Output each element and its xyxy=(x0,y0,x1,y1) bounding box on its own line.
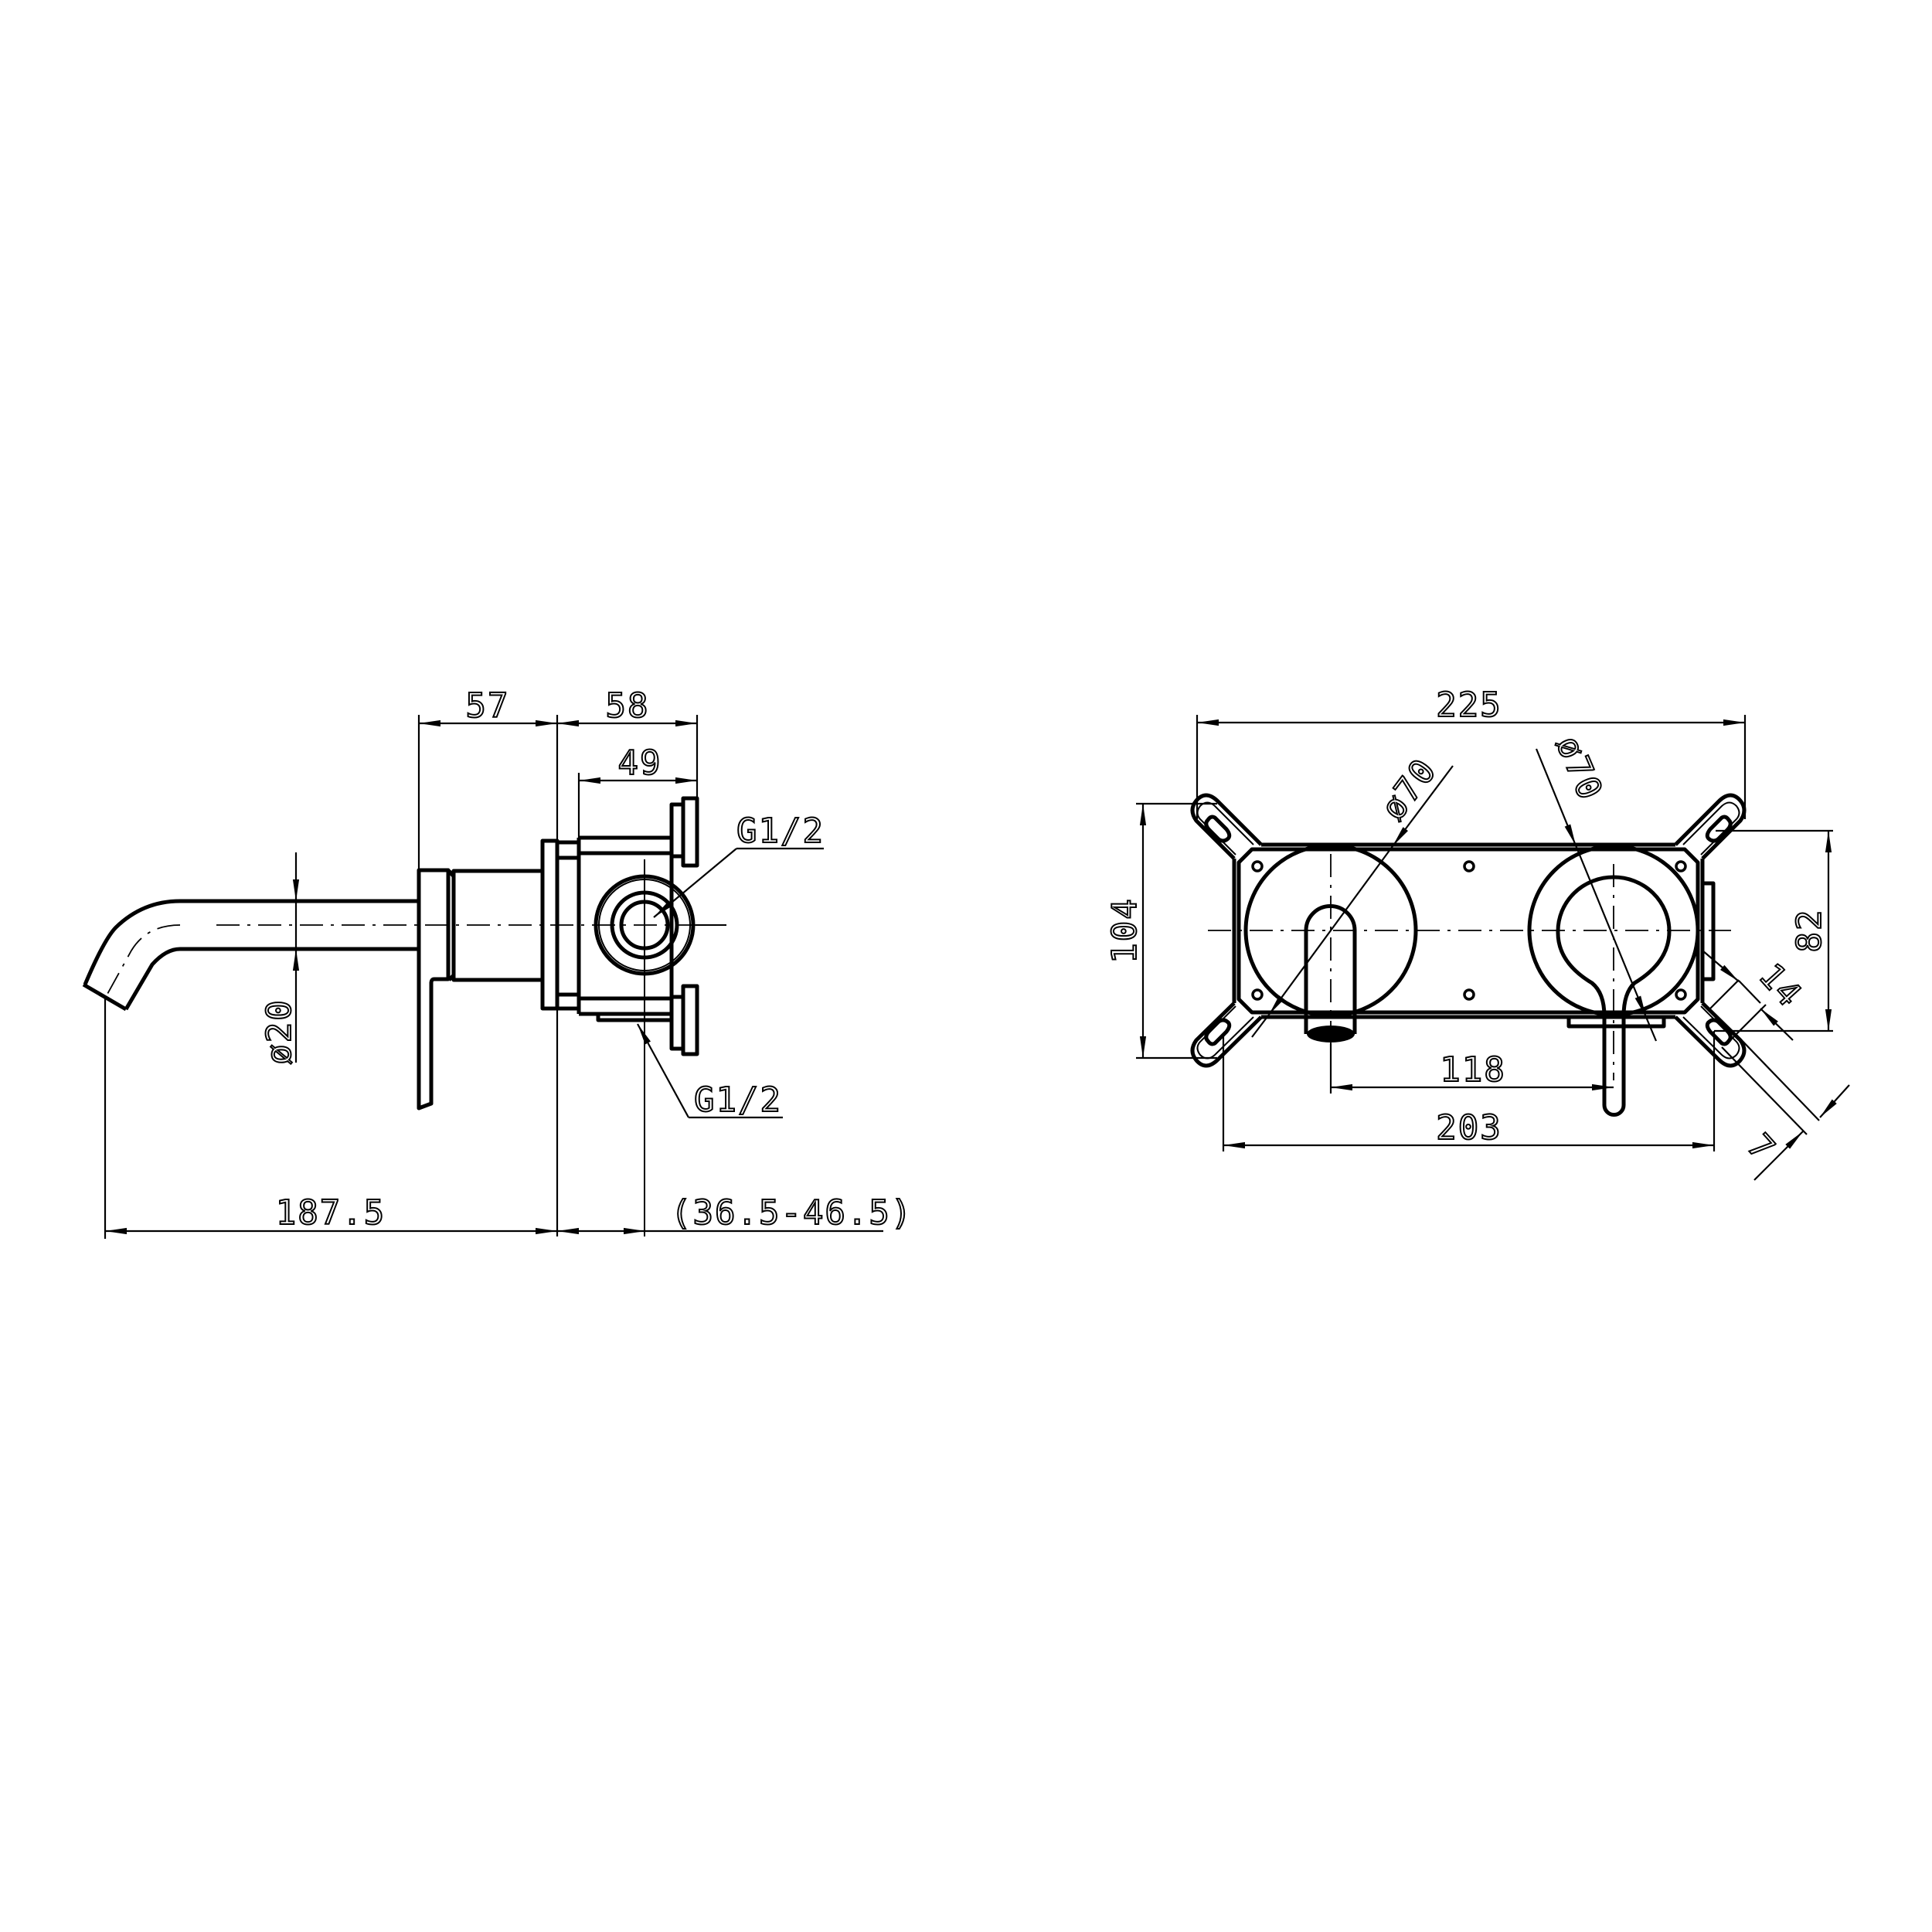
dim-slot-width: 7 xyxy=(1721,1033,1850,1181)
label-o20: ø20 xyxy=(260,998,299,1064)
label-o70-left: ø70 xyxy=(1373,751,1444,828)
dim-box-inner-depth: 49 xyxy=(577,743,697,838)
dim-ear-offset: 14 xyxy=(1702,950,1811,1041)
side-view: 57 58 49 ø20 187.5 xyxy=(82,685,913,1239)
dim-spout-diameter: ø20 xyxy=(259,852,300,1066)
lever-front xyxy=(1556,875,1672,1117)
label-58: 58 xyxy=(606,686,650,726)
callout-outlet-thread: G1/2 xyxy=(653,811,825,918)
bottom-inlet-bar xyxy=(1566,1015,1666,1029)
mounting-plate xyxy=(1232,842,1705,1019)
dim-lever-plate-diameter: ø70 xyxy=(1535,730,1658,1042)
front-view: 225 104 82 203 118 xyxy=(1104,685,1850,1181)
label-203: 203 xyxy=(1436,1108,1502,1148)
dim-spout-plate-diameter: ø70 xyxy=(1251,750,1454,1038)
label-49: 49 xyxy=(618,743,662,783)
dim-plate-width: 203 xyxy=(1222,1031,1716,1151)
label-187-5: 187.5 xyxy=(276,1193,386,1233)
spout-cover-plate xyxy=(1243,843,1418,1018)
dim-mounting-height: 82 xyxy=(1714,829,1833,1032)
dim-handle-depth: 57 xyxy=(417,685,559,1236)
label-57: 57 xyxy=(466,686,510,726)
outlet-port xyxy=(594,859,726,1236)
mounting-ears xyxy=(1190,793,1747,1068)
mounting-plate-inner xyxy=(1236,847,1700,1015)
label-118: 118 xyxy=(1440,1050,1505,1090)
label-o70-right: ø70 xyxy=(1548,730,1610,807)
fixing-plate-top-outer xyxy=(681,796,699,868)
dim-box-depth: 58 xyxy=(557,685,699,798)
side-inlet-bar xyxy=(1700,881,1716,981)
dim-overall-height: 104 xyxy=(1104,802,1217,1060)
inlet-bar xyxy=(596,1014,672,1022)
label-82: 82 xyxy=(1790,909,1829,953)
label-14: 14 xyxy=(1751,956,1810,1015)
label-g12-upper: G1/2 xyxy=(736,811,825,851)
mixing-box xyxy=(577,835,672,1016)
label-g12-lower: G1/2 xyxy=(694,1080,782,1120)
dim-wall-range: (36.5-46.5) xyxy=(557,1192,913,1235)
dim-overall-width: 225 xyxy=(1196,685,1747,819)
label-wall-range: (36.5-46.5) xyxy=(671,1193,913,1233)
label-7: 7 xyxy=(1739,1127,1783,1169)
label-104: 104 xyxy=(1105,897,1145,963)
spout xyxy=(82,899,419,1012)
lever-handle xyxy=(417,868,451,1111)
screw-holes xyxy=(1251,860,1687,1001)
fixing-plate-bottom-outer xyxy=(681,984,699,1056)
dim-centers-distance: 118 xyxy=(1329,1043,1614,1094)
dim-spout-projection: 187.5 xyxy=(104,997,557,1239)
label-225: 225 xyxy=(1436,685,1502,725)
callout-inlet-thread: G1/2 xyxy=(637,1023,783,1121)
